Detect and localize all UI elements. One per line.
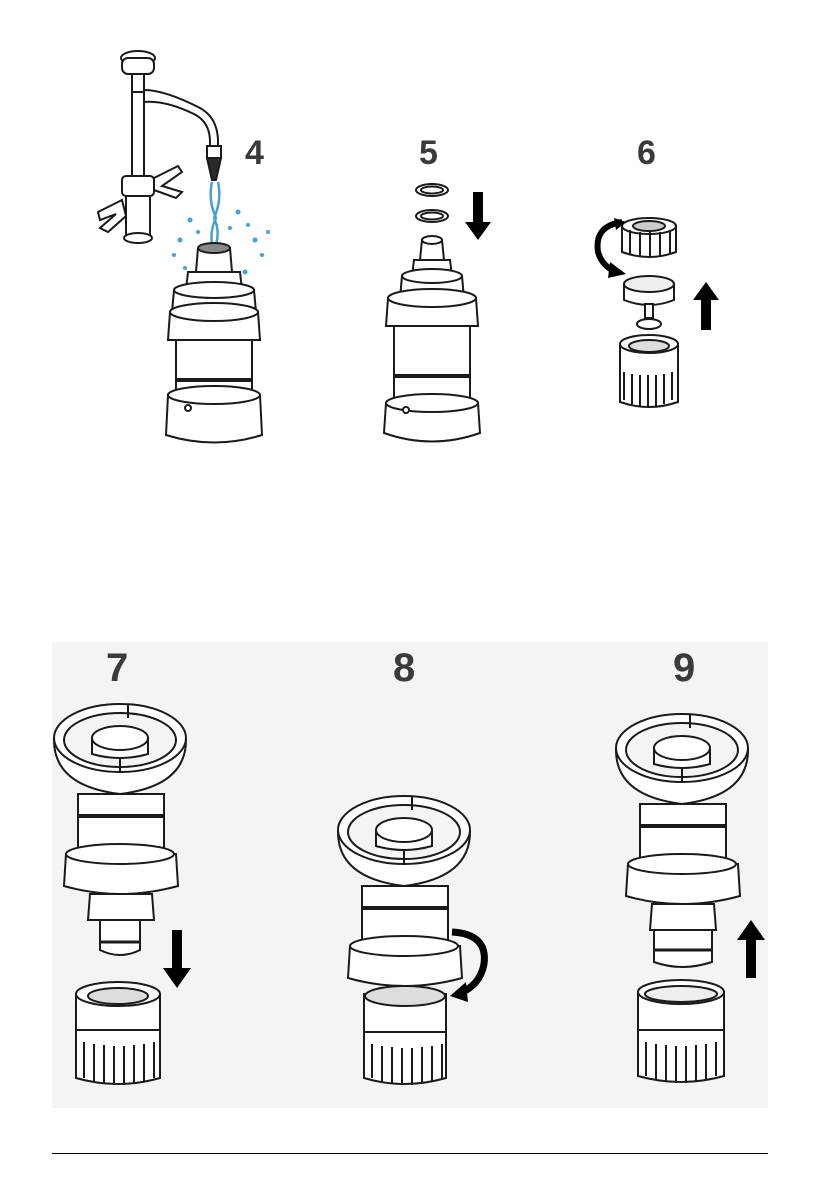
step-number-5: 5 xyxy=(419,136,438,170)
step-9-illustration xyxy=(612,700,762,1090)
step-number-8: 8 xyxy=(393,648,415,688)
rotate-counterclockwise-icon xyxy=(592,218,628,278)
footer-rule xyxy=(52,1153,768,1154)
rotate-clockwise-icon xyxy=(448,924,492,1004)
arrow-down-icon xyxy=(464,192,492,242)
step-number-7: 7 xyxy=(106,648,128,688)
arrow-up-icon xyxy=(736,918,766,978)
step-7-illustration xyxy=(50,690,200,1090)
arrow-down-icon xyxy=(162,930,192,990)
step-number-6: 6 xyxy=(637,136,656,170)
step-number-9: 9 xyxy=(673,648,695,688)
arrow-up-icon xyxy=(692,280,720,330)
step-4-illustration xyxy=(70,50,300,460)
